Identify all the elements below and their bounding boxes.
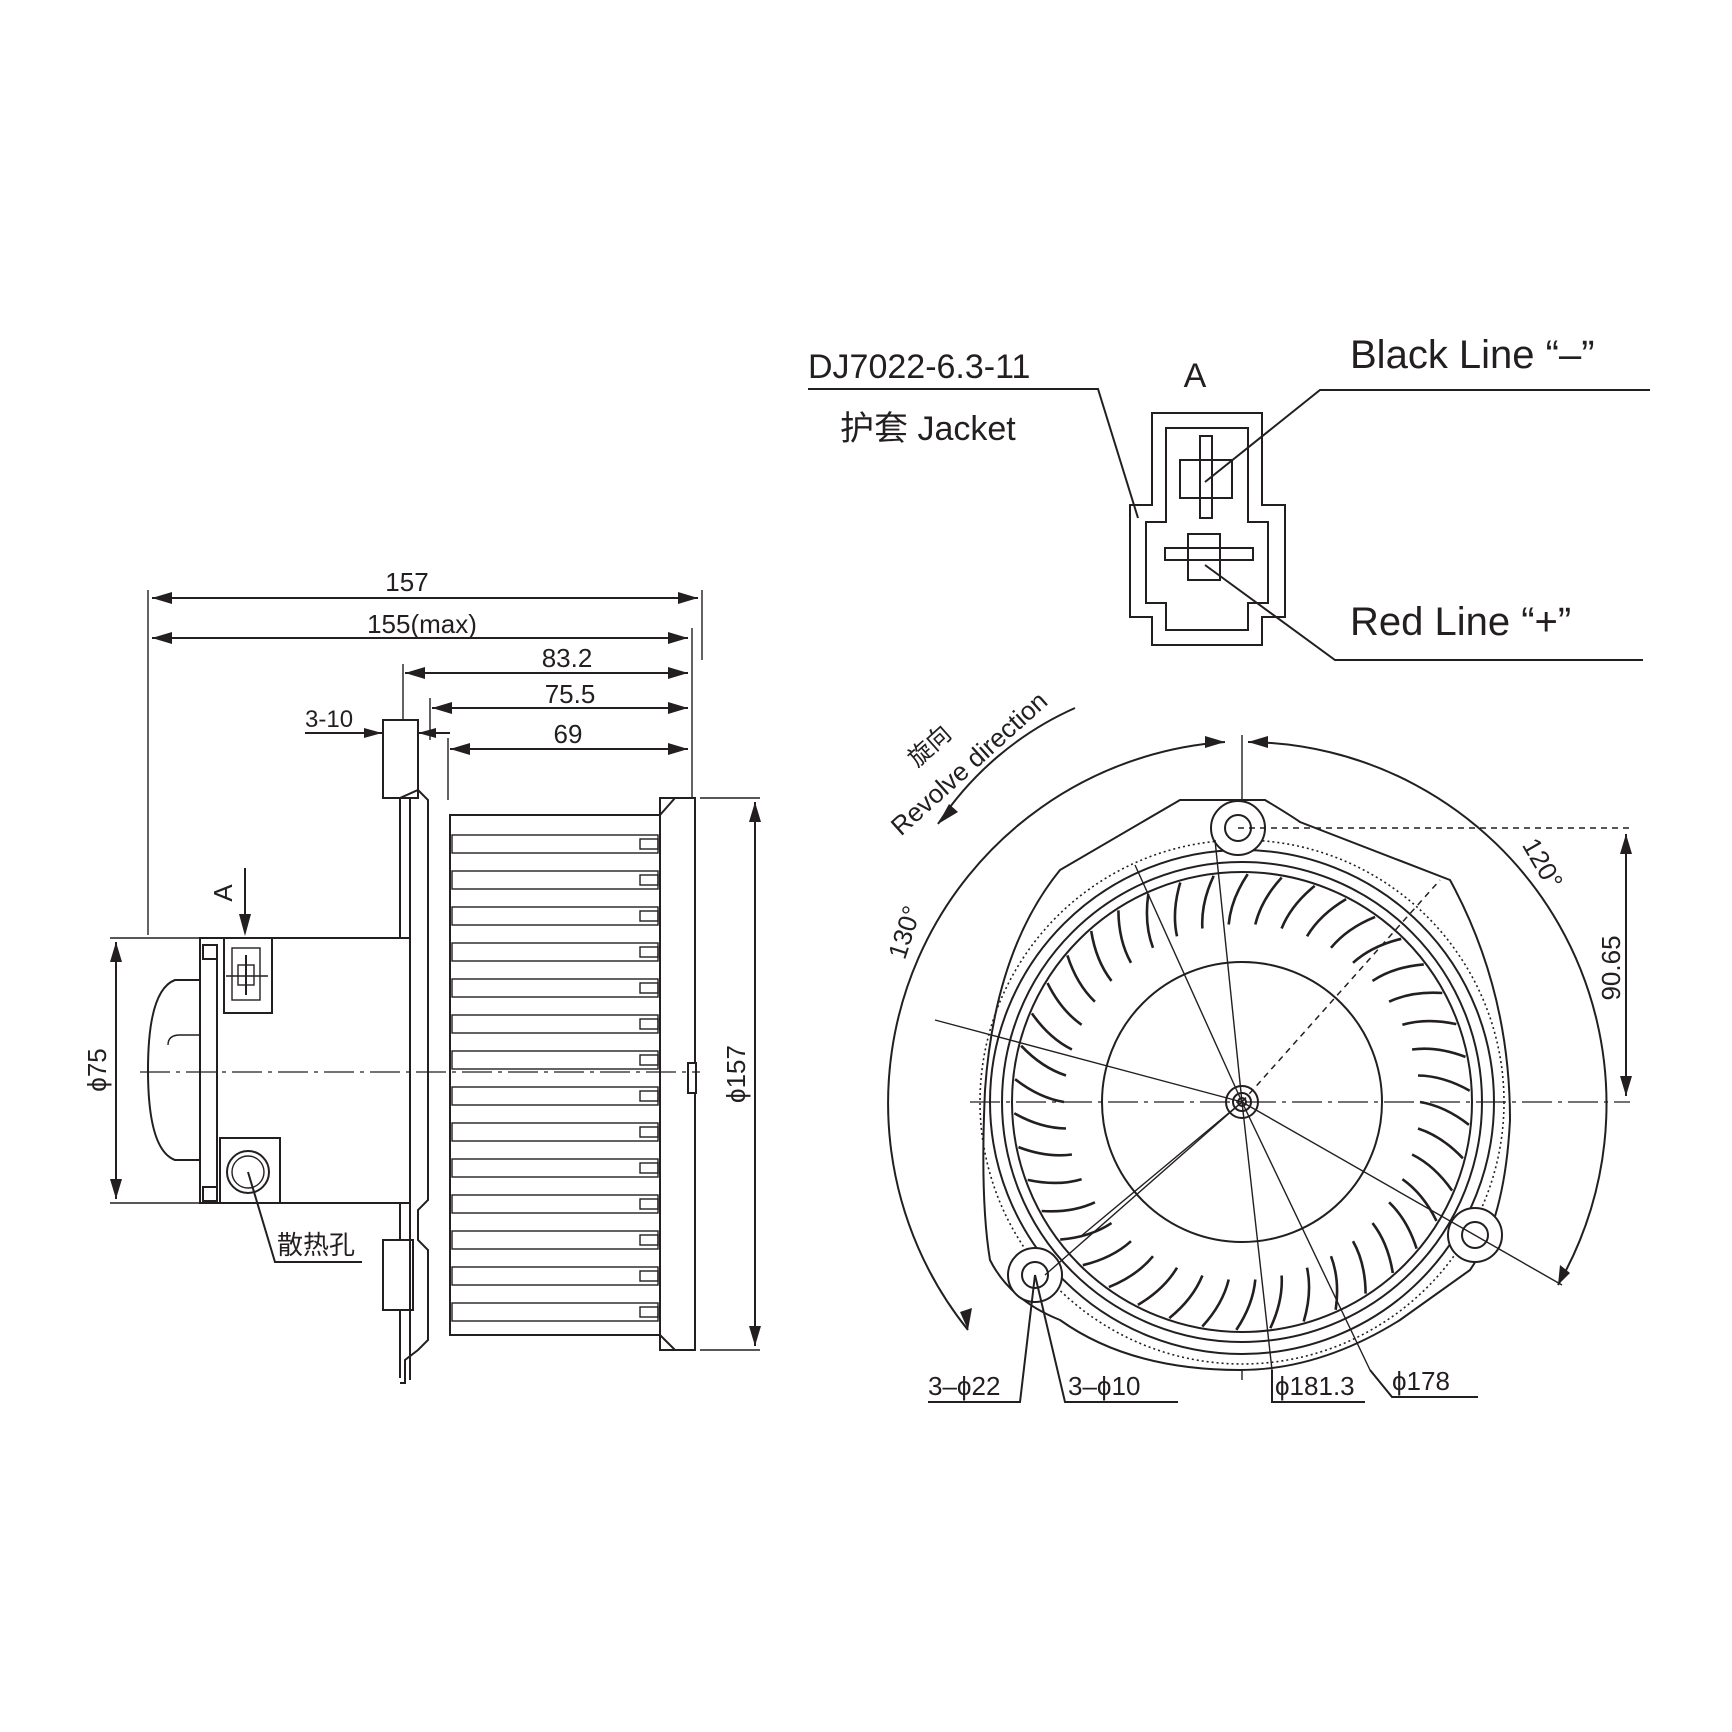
fan-blade [1066, 955, 1096, 1003]
front-view: 旋向 Revolve direction 130° 120° [882, 685, 1632, 1403]
black-line-label: Black Line “–” [1350, 333, 1595, 377]
wheel-slat-tab [639, 1234, 659, 1246]
fan-blade [1027, 1177, 1082, 1185]
fan-blade [1417, 1074, 1471, 1092]
fan-blade [1417, 1127, 1464, 1160]
dim-3-10: 3-10 [305, 706, 353, 733]
fan-blade [1329, 1255, 1339, 1310]
dim-69: 69 [554, 719, 583, 749]
fan-blade [1419, 1100, 1470, 1126]
dim-3-phi22: 3–ϕ22 [928, 1371, 1000, 1401]
fan-blade [1269, 1275, 1284, 1329]
dim-83-2: 83.2 [542, 643, 593, 673]
fan-blade [1173, 882, 1182, 937]
fan-blades [1013, 873, 1471, 1331]
angle-120-label: 120° [1516, 833, 1569, 895]
fan-blade [1145, 894, 1155, 949]
red-line-label: Red Line “+” [1350, 600, 1571, 644]
fan-blade [1137, 1267, 1179, 1307]
dim-phi178: ϕ178 [1392, 1366, 1450, 1396]
fan-blade [1201, 1279, 1230, 1328]
fan-blade [1200, 875, 1215, 929]
wheel-slat-tab [639, 1090, 659, 1102]
wheel-slat-tab [639, 1126, 659, 1138]
fan-blade [1411, 1047, 1466, 1059]
wheel-slat-tab [639, 874, 659, 886]
fan-blade [1411, 1153, 1454, 1192]
wheel-slat-tab [639, 1198, 659, 1210]
dim-90-65: 90.65 [1596, 935, 1626, 1000]
dim-157: 157 [385, 567, 428, 597]
view-marker-a: A [208, 884, 238, 902]
connector-view-label: A [1184, 357, 1207, 395]
wheel-slat-tab [639, 838, 659, 850]
wheel-slat-tab [639, 1306, 659, 1318]
fan-blade [1020, 1044, 1067, 1077]
fan-blade [1254, 876, 1283, 925]
fan-blade [1371, 963, 1424, 982]
fan-blade [1168, 1275, 1204, 1320]
fan-blade [1401, 1178, 1438, 1222]
fan-blade [1305, 897, 1347, 937]
vent-hole-label: 散热孔 [277, 1230, 355, 1260]
part-number: DJ7022-6.3-11 [808, 348, 1030, 386]
wheel-slat-tab [639, 1054, 659, 1066]
fan-blade [1235, 1279, 1257, 1331]
fan-blade [1302, 1267, 1311, 1322]
fan-blade [1014, 1078, 1065, 1104]
dim-155-max: 155(max) [367, 609, 477, 639]
fan-blade [1352, 937, 1402, 964]
jacket-label: 护套 Jacket [840, 410, 1016, 448]
fan-blade [1082, 1240, 1132, 1267]
fan-blade [1371, 1222, 1395, 1274]
wheel-slat-tab [639, 1162, 659, 1174]
wheel-blades [451, 834, 659, 1322]
dim-3-phi10: 3–ϕ10 [1068, 1371, 1140, 1401]
wheel-slat-tab [639, 910, 659, 922]
fan-blade [1388, 1201, 1418, 1249]
dim-phi157: ϕ157 [721, 1045, 751, 1103]
fan-blade [1351, 1240, 1367, 1294]
fan-blade [1329, 915, 1376, 949]
fan-blade [1030, 1012, 1073, 1051]
fan-blade [1280, 884, 1316, 929]
dim-phi181-3: ϕ181.3 [1275, 1371, 1355, 1401]
fan-blade [1108, 1255, 1155, 1289]
fan-blade [1089, 930, 1113, 982]
wheel-slat-tab [639, 1018, 659, 1030]
wheel-slat-tab [639, 1270, 659, 1282]
fan-blade [1117, 910, 1133, 964]
side-view: 157 155(max) 83.2 75.5 69 3-10 [82, 567, 761, 1384]
dim-75-5: 75.5 [545, 679, 596, 709]
wheel-slat-tab [639, 982, 659, 994]
fan-blade [1388, 991, 1443, 1003]
fan-blade [1046, 982, 1083, 1026]
fan-blade [1227, 873, 1249, 925]
fan-blade [1018, 1145, 1073, 1157]
fan-blade [1402, 1019, 1457, 1027]
fan-blade [1060, 1222, 1113, 1241]
connector-view: A DJ7022-6.3-11 护套 Jacket Black Line “–”… [808, 333, 1650, 661]
wheel-slat-tab [639, 946, 659, 958]
fan-blade [1013, 1112, 1067, 1130]
fan-blade [1041, 1201, 1096, 1213]
dim-phi75: ϕ75 [82, 1048, 112, 1091]
